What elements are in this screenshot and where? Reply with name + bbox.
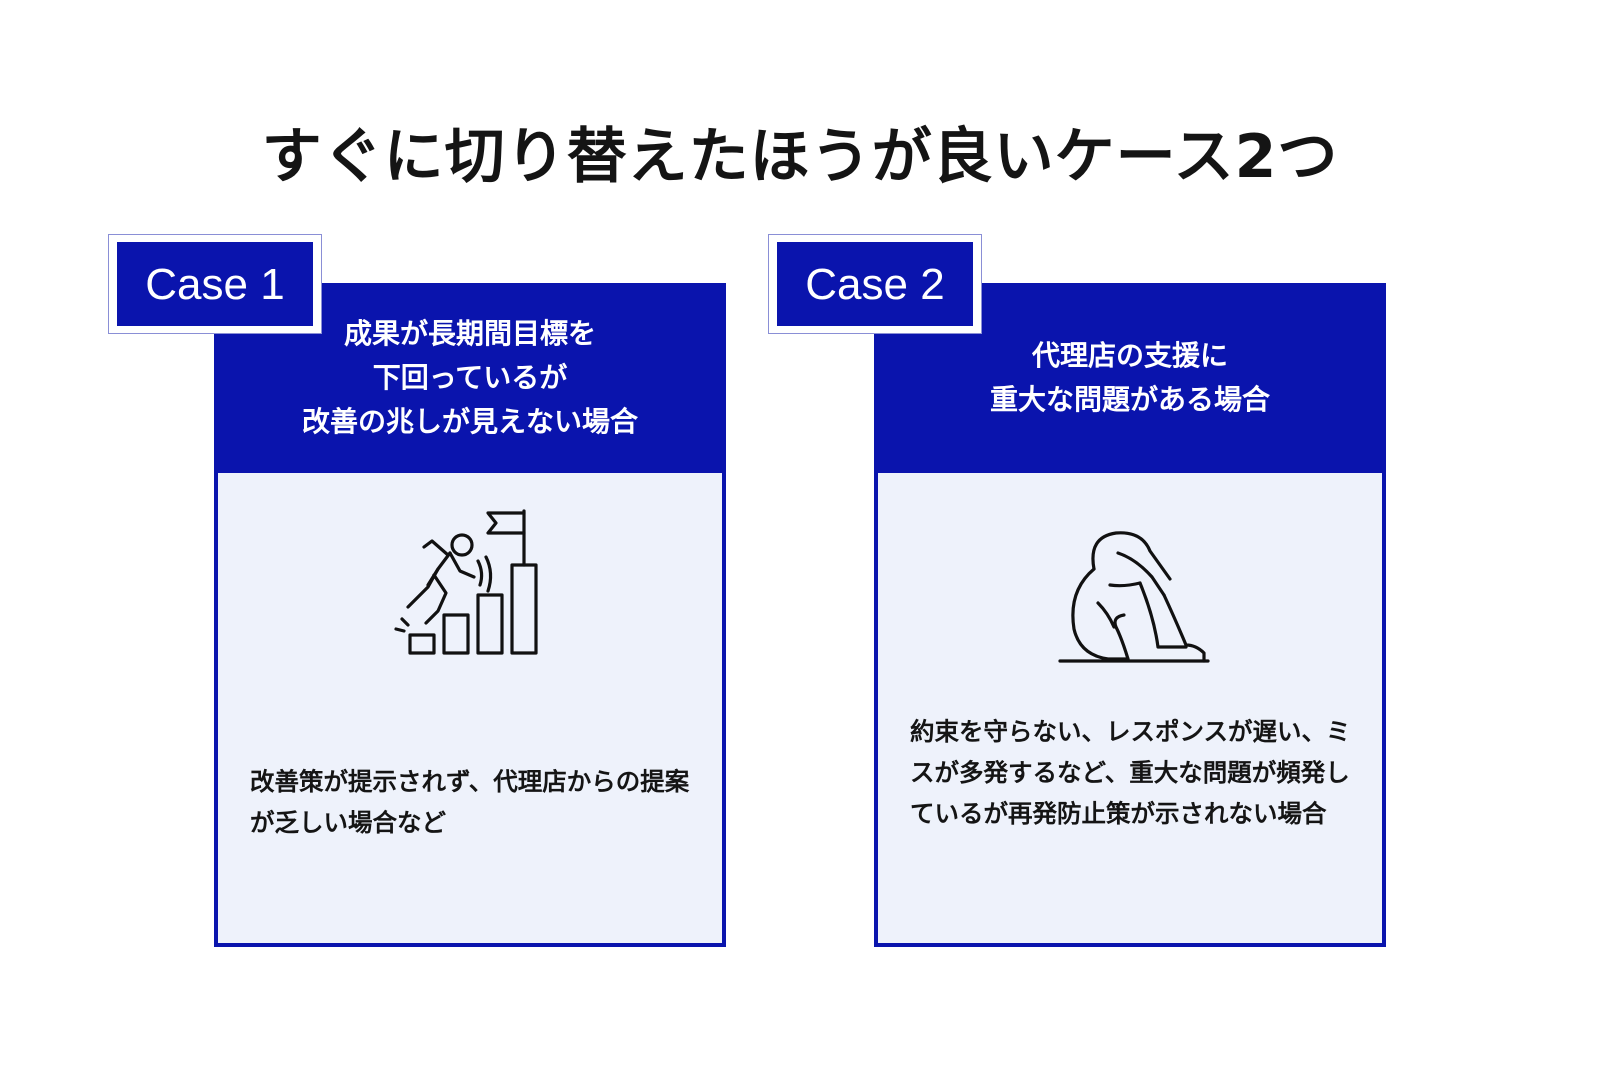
case-2-badge-label: Case 2 [775,240,975,328]
case-1-card: 成果が長期間目標を 下回っているが 改善の兆しが見えない場合 改善策が提示されず… [214,283,726,947]
case-1-badge: Case 1 [108,234,322,334]
case-2-body: 約束を守らない、レスポンスが遅い、ミスが多発するなど、重大な問題が頻発しているが… [874,473,1386,947]
case-2-card: 代理店の支援に 重大な問題がある場合 約束を守らない、レスポンスが遅い、ミスが多… [874,283,1386,947]
case-1-body: 改善策が提示されず、代理店からの提案が乏しい場合など [214,473,726,947]
distressed-person-sitting-icon [1058,531,1210,663]
case-1-description: 改善策が提示されず、代理店からの提案が乏しい場合など [250,767,690,837]
case-1-badge-label: Case 1 [115,240,315,328]
case-2-description: 約束を守らない、レスポンスが遅い、ミスが多発するなど、重大な問題が頻発しているが… [910,717,1351,828]
case-2-badge: Case 2 [768,234,982,334]
case-1-header: 成果が長期間目標を 下回っているが 改善の兆しが見えない場合 [214,283,726,473]
case-2-heading: 代理店の支援に 重大な問題がある場合 [989,339,1270,416]
falling-person-bar-chart-icon [394,509,538,655]
case-1-heading: 成果が長期間目標を 下回っているが 改善の兆しが見えない場合 [301,317,638,438]
page-title: すぐに切り替えたほうが良いケース2つ [261,122,1339,192]
